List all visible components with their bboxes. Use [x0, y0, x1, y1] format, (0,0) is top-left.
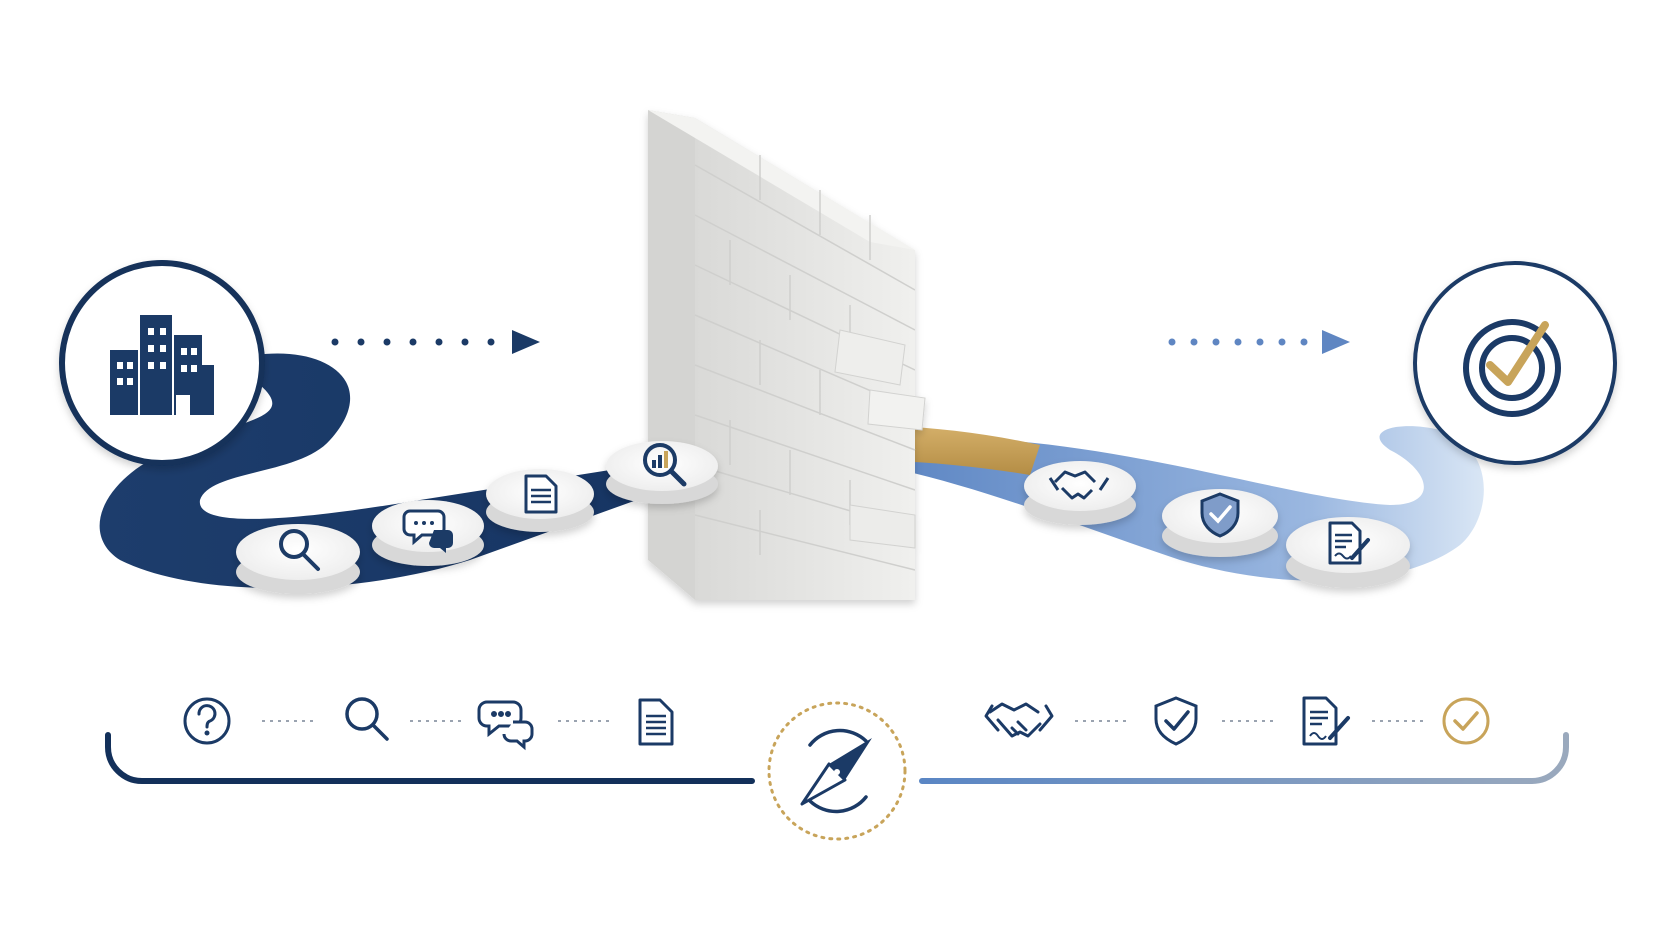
step-puck: [486, 469, 594, 532]
check-circle-icon: [1442, 697, 1490, 745]
timeline: [105, 696, 1569, 841]
left-road: [99, 353, 720, 589]
contract-sign-icon: [1302, 696, 1350, 746]
chat-bubbles-icon: [402, 509, 453, 553]
step-puck: [606, 441, 718, 504]
target-check-icon: [1463, 319, 1561, 417]
magnifier-icon: [345, 697, 389, 741]
compass-icon: [767, 701, 907, 841]
chart-search-icon: [643, 443, 687, 487]
left-path-steps: [236, 441, 718, 594]
start-node: [59, 260, 265, 466]
end-node: [1413, 261, 1617, 465]
brick-wall: [648, 110, 926, 600]
shield-check-icon: [1154, 696, 1198, 746]
magnifier-icon: [279, 529, 320, 571]
document-icon: [638, 698, 674, 746]
contract-sign-icon: [1328, 521, 1370, 565]
shield-check-icon: [1200, 492, 1240, 538]
handshake-icon: [984, 702, 1054, 738]
arrow-right-dotted: [1168, 330, 1350, 354]
step-puck: [1024, 461, 1136, 525]
chat-bubbles-icon: [477, 700, 534, 751]
right-path-steps: [1024, 461, 1410, 588]
step-puck: [1162, 489, 1278, 557]
handshake-icon: [1048, 470, 1110, 500]
timeline-right-rail: [919, 732, 1569, 784]
question-icon: [183, 697, 231, 745]
timeline-left-rail: [105, 732, 755, 784]
step-puck: [1286, 517, 1410, 588]
step-puck: [372, 500, 484, 566]
arrow-left-dotted: [331, 330, 540, 354]
document-icon: [524, 474, 558, 514]
step-puck: [236, 524, 360, 594]
office-building-icon: [110, 315, 214, 415]
